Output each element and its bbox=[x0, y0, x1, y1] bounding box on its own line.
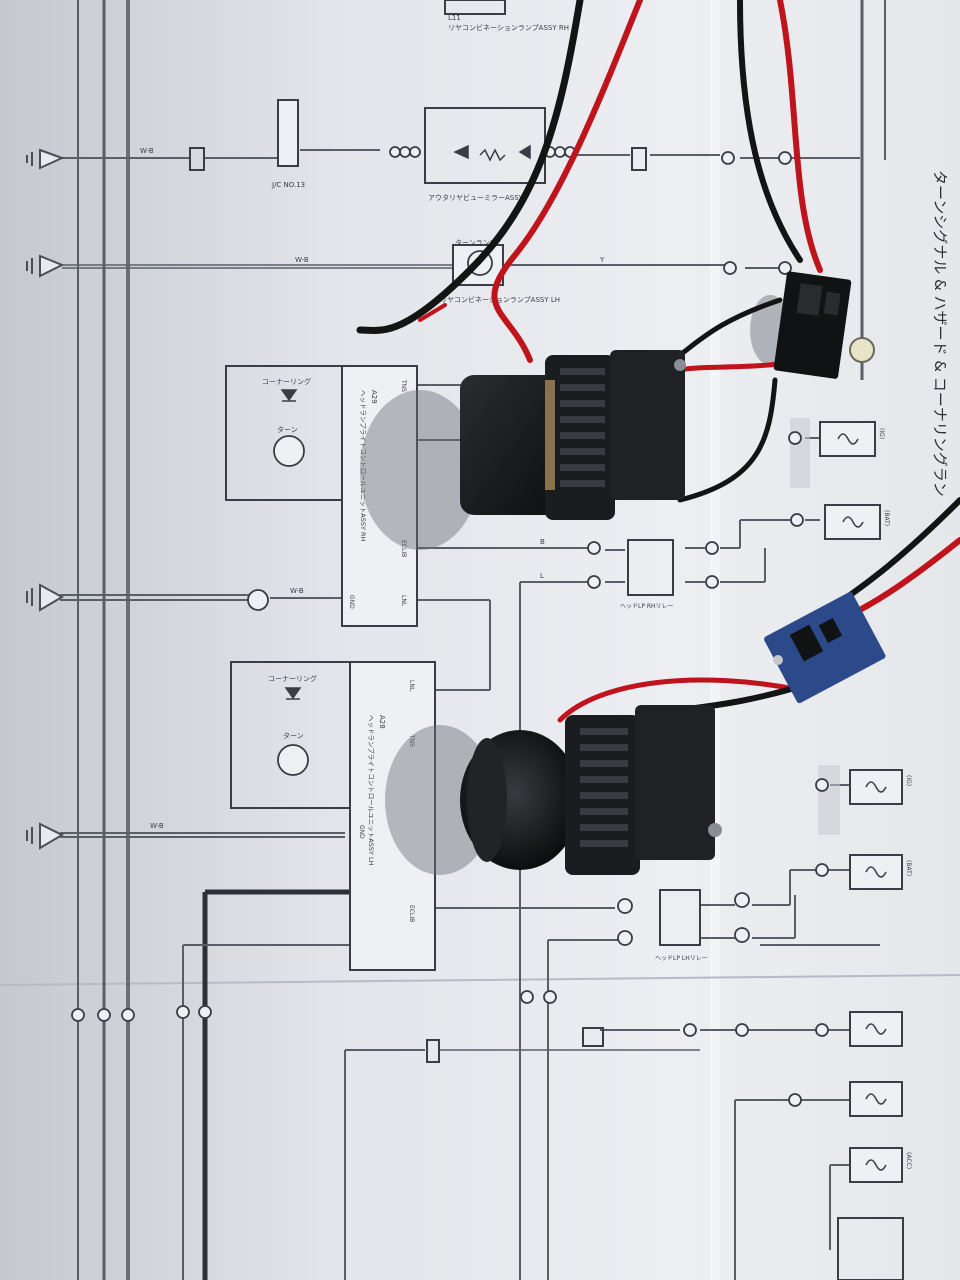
label-outer-mirror: アウタリヤビューミラーASSY bbox=[428, 193, 524, 202]
label-rear-combo-lh: リヤコンビネーションランプASSY LH bbox=[440, 295, 560, 304]
label-wire-y: Y bbox=[599, 256, 605, 264]
pcb-bottom-pad bbox=[773, 655, 783, 665]
label-relay-rh: ヘッドLP RHリレー bbox=[620, 603, 674, 610]
led-symbols bbox=[280, 144, 531, 700]
pcb-bottom-inductor bbox=[789, 624, 824, 662]
black-wire-right bbox=[737, 0, 803, 263]
red-wire-right bbox=[777, 0, 823, 273]
label-wire-wb-1: W-B bbox=[140, 147, 154, 155]
ground-bars bbox=[26, 152, 33, 844]
module-top-housing bbox=[460, 375, 560, 515]
module-bottom-lens-face bbox=[467, 738, 507, 862]
red-wire-top bbox=[491, 0, 643, 363]
label-pin-eclib: ECLIB bbox=[400, 540, 407, 557]
label-wire-wb-4: W-B bbox=[150, 822, 164, 830]
pcb-top bbox=[773, 271, 875, 379]
label-wire-l: L bbox=[540, 572, 544, 580]
module-bottom-base bbox=[635, 705, 715, 860]
label-cornering-1: コーナーリング bbox=[262, 377, 311, 386]
label-wire-wb-2: W-B bbox=[295, 256, 309, 264]
label-a28: A28 bbox=[378, 715, 386, 729]
label-a29: A29 bbox=[370, 390, 378, 404]
pcb-bottom-chip bbox=[818, 617, 843, 644]
led-module-top bbox=[460, 350, 686, 520]
black-wire-top bbox=[356, 0, 584, 334]
pcb-top-capacitor bbox=[849, 337, 875, 363]
label-wire-b: B bbox=[540, 538, 545, 546]
label-fuse-ig-2: (IG) bbox=[905, 775, 912, 786]
paper-fold-glare bbox=[710, 0, 720, 1280]
label-fuse-acc: (ACC) bbox=[905, 1152, 912, 1169]
label-turn-2: ターン bbox=[283, 731, 304, 740]
diagram-title: ターンシグナル & ハザード & コーナリングラン bbox=[931, 170, 949, 497]
label-turn-1: ターン bbox=[277, 425, 298, 434]
label-headlamp-lh: ヘッドランプライトコントロールユニットASSY LH bbox=[367, 715, 375, 866]
module-top-base bbox=[610, 350, 685, 500]
led-module-bottom bbox=[460, 705, 722, 875]
fuse-glyphs bbox=[837, 433, 887, 1171]
label-cornering-2: コーナーリング bbox=[268, 674, 317, 683]
module-top-brass-ring bbox=[545, 380, 555, 490]
label-fuse-ig: (IG) bbox=[878, 428, 885, 439]
pcb-top-inductor bbox=[796, 283, 823, 316]
pcb-bottom bbox=[764, 592, 886, 704]
fuses bbox=[819, 421, 903, 1183]
paper-fold-line bbox=[0, 974, 960, 986]
label-wire-wb-3: W-B bbox=[290, 587, 304, 595]
label-fuse-bat-2: (BAT) bbox=[905, 860, 912, 876]
object-shadows bbox=[360, 295, 790, 875]
schematic-labels: ターンシグナル & ハザード & コーナリングラン リヤコンビネーションランプA… bbox=[140, 14, 949, 1169]
label-pin-gnd-2: GND bbox=[358, 825, 365, 839]
label-fuse-bat: (BAT) bbox=[883, 510, 890, 526]
label-pin-lnl: LNL bbox=[400, 595, 407, 607]
label-pin-gnd: GND bbox=[348, 595, 355, 609]
label-l11: L11 bbox=[448, 14, 461, 22]
module-top-screw bbox=[674, 359, 686, 371]
black-wire-mid bbox=[677, 297, 783, 358]
schematic-boxes bbox=[189, 0, 904, 1280]
connector-pins bbox=[71, 146, 829, 1107]
module-bottom-fins bbox=[580, 728, 628, 847]
ground-symbols bbox=[39, 148, 65, 850]
red-wire-stripped bbox=[418, 303, 447, 322]
label-rear-combo-rh: リヤコンビネーションランプASSY RH bbox=[448, 23, 569, 32]
pcb-bottom-board bbox=[764, 592, 886, 704]
label-turn-lamp: ターンランプ bbox=[455, 238, 496, 247]
label-pin-tns: TNS bbox=[400, 379, 407, 392]
label-pin-lnl-2: LNL bbox=[408, 680, 415, 692]
label-relay-lh: ヘッドLP LHリレー bbox=[655, 955, 708, 962]
pcb-top-chip bbox=[823, 291, 841, 316]
module-top-fins bbox=[560, 368, 605, 487]
label-jc: J/C NO.13 bbox=[271, 181, 305, 189]
module-bottom-screw bbox=[708, 823, 722, 837]
red-wire-lower bbox=[557, 677, 803, 723]
label-headlamp-rh: ヘッドランプライトコントロールユニットASSY RH bbox=[359, 390, 367, 542]
black-wire-loop bbox=[677, 377, 778, 503]
label-pin-eclib-2: ECLIB bbox=[408, 905, 415, 922]
label-pin-tns-2: TNS bbox=[408, 734, 415, 747]
